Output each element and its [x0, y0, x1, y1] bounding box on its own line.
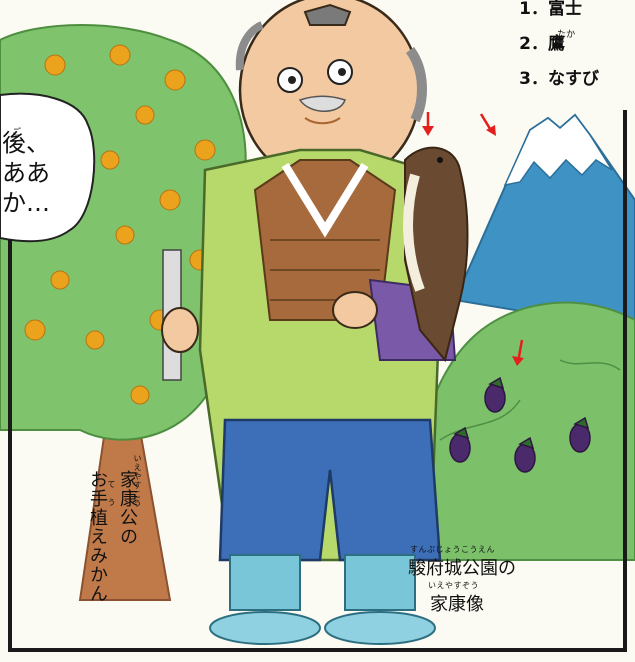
speech-line-1: 後、	[2, 129, 50, 157]
answer-item-3: 3．なすび	[519, 69, 599, 89]
statue-caption-furigana-2: いえやすぞう	[428, 581, 479, 590]
red-arrows	[422, 112, 524, 366]
tree-label-furigana-2: て う	[107, 480, 116, 507]
speech-line-3: か…	[2, 189, 50, 217]
panel-border	[8, 110, 627, 652]
speech-furigana: ご	[12, 128, 22, 138]
eggplants	[449, 376, 591, 473]
statue-caption-line-1: 駿府城公園の	[408, 558, 516, 579]
answer-item-2-furigana: たか	[557, 30, 576, 40]
hawk	[403, 146, 469, 363]
answer-item-2-text: 2．鷹	[519, 34, 565, 54]
tree-label-line-1: 家康公の	[117, 470, 138, 546]
speech-bubble-text: ご 後、 ああ か…	[0, 128, 84, 218]
speech-line-2: ああ	[2, 159, 50, 187]
speech-bubble	[0, 92, 96, 243]
tree-label-furigana-1: いえやすこう	[133, 454, 142, 508]
answer-item-2: たか 2．鷹	[519, 29, 599, 60]
answer-item-1: 1．富士	[519, 0, 582, 19]
tree-label-line-2: お手植えみかん	[87, 470, 108, 603]
ieyasu-figure	[161, 0, 462, 645]
mount-fuji	[453, 113, 635, 332]
statue-caption-furigana-1: すんぷじょうこうえん	[410, 545, 495, 554]
statue-caption-line-2: 家康像	[430, 594, 484, 615]
answer-list: 1．富士 たか 2．鷹 3．なすび	[519, 0, 599, 93]
